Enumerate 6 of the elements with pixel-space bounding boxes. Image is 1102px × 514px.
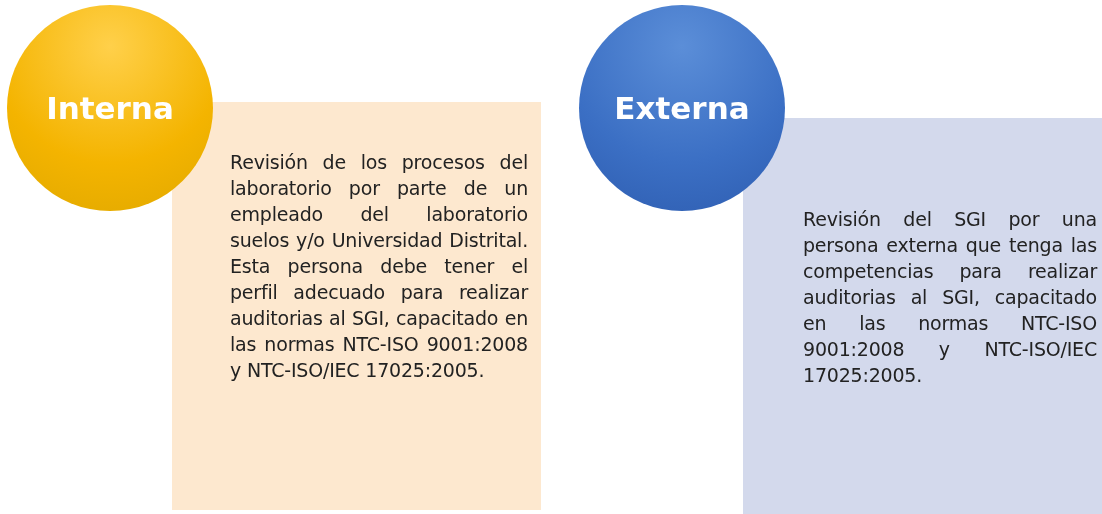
circle-title: Externa — [614, 90, 750, 126]
description-text: Revisión de los procesos del laboratorio por parte de un empleado del laboratorio suelos y/o Universidad Distrital. Esta persona debe tener el perfil adecuado para realizar auditorias al SGI, capacitado en las normas NTC-ISO 9001:2008 y NTC-ISO/IEC 17025:2005. — [230, 150, 528, 383]
circle-title: Interna — [46, 90, 174, 126]
description-card — [172, 102, 541, 510]
description-card — [743, 118, 1102, 514]
description-text: Revisión del SGI por una persona externa que tenga las competencias para realizar auditorias al SGI, capacitado en las normas NTC-ISO 9001:2008 y NTC-ISO/IEC 17025:2005. — [803, 207, 1097, 388]
